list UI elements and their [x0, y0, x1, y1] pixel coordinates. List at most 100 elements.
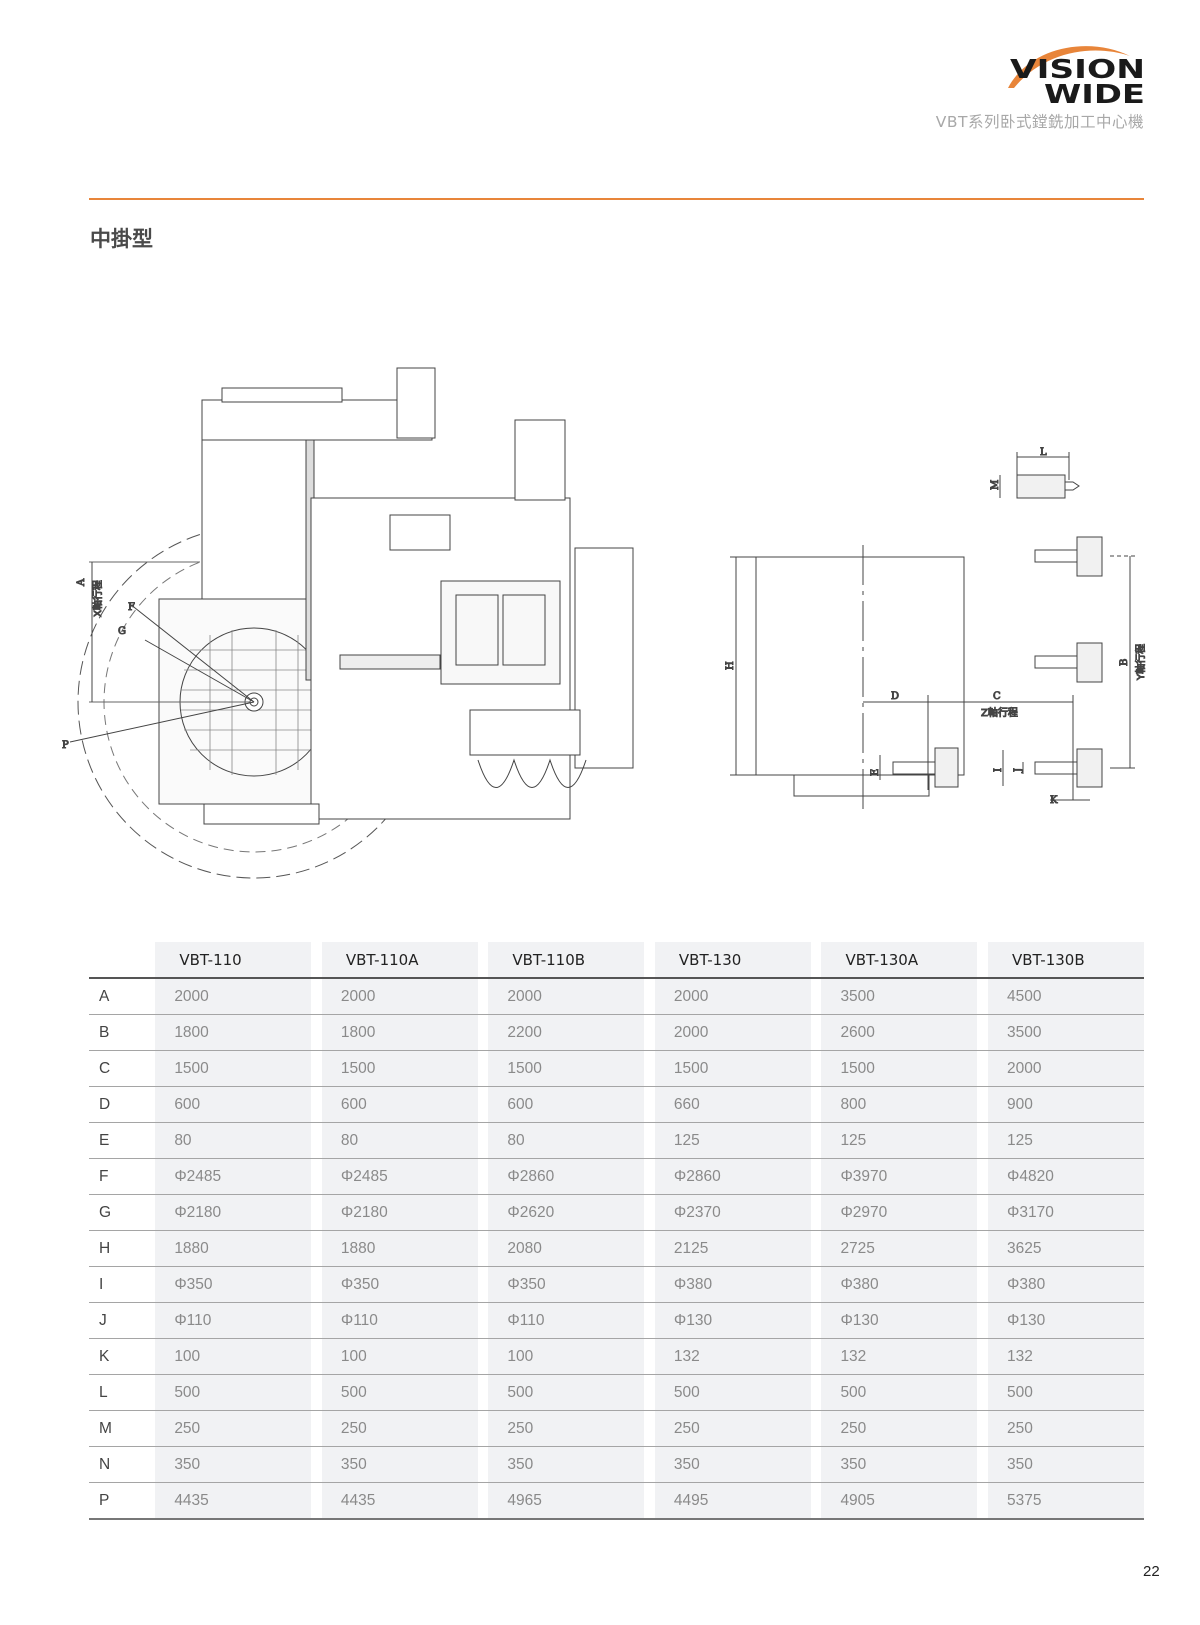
table-cell: 1500: [488, 1051, 645, 1087]
table-cell: 4905: [821, 1483, 978, 1520]
table-cell: 350: [155, 1447, 312, 1483]
table-cell: 1500: [155, 1051, 312, 1087]
row-label: M: [89, 1411, 156, 1447]
label-l: L: [1040, 447, 1047, 458]
label-c: C: [993, 691, 1001, 702]
label-x-travel: X軸行程: [91, 580, 104, 617]
table-cell: 1800: [321, 1015, 478, 1051]
table-cell: Φ110: [321, 1303, 478, 1339]
row-label: K: [89, 1339, 156, 1375]
row-label: P: [89, 1483, 156, 1520]
table-cell: Φ2620: [488, 1195, 645, 1231]
table-cell: 2000: [654, 1015, 811, 1051]
table-cell: Φ130: [987, 1303, 1144, 1339]
table-cell: 132: [654, 1339, 811, 1375]
table-cell: Φ110: [488, 1303, 645, 1339]
table-cell: 350: [321, 1447, 478, 1483]
table-cell: 600: [488, 1087, 645, 1123]
table-cell: 2000: [987, 1051, 1144, 1087]
label-j: J: [1013, 768, 1024, 773]
table-cell: Φ130: [821, 1303, 978, 1339]
table-cell: 250: [821, 1411, 978, 1447]
row-label: F: [89, 1159, 156, 1195]
table-cell: 1880: [321, 1231, 478, 1267]
table-cell: 350: [987, 1447, 1144, 1483]
table-cell: 350: [654, 1447, 811, 1483]
table-cell: 250: [987, 1411, 1144, 1447]
table-cell: 125: [821, 1123, 978, 1159]
table-cell: 100: [488, 1339, 645, 1375]
table-cell: 2725: [821, 1231, 978, 1267]
column-header: VBT-130B: [987, 942, 1144, 979]
table-header-row: VBT-110 VBT-110A VBT-110B VBT-130 VBT-13…: [89, 942, 1144, 979]
column-header: VBT-130A: [821, 942, 978, 979]
column-header: VBT-110: [155, 942, 312, 979]
table-cell: 250: [155, 1411, 312, 1447]
table-cell: 500: [821, 1375, 978, 1411]
table-cell: Φ130: [654, 1303, 811, 1339]
table-cell: 1500: [821, 1051, 978, 1087]
table-cell: 2000: [488, 979, 645, 1015]
table-cell: 250: [654, 1411, 811, 1447]
row-label: B: [89, 1015, 156, 1051]
table-cell: 100: [321, 1339, 478, 1375]
table-cell: Φ2485: [321, 1159, 478, 1195]
table-cell: Φ2180: [155, 1195, 312, 1231]
table-cell: 80: [488, 1123, 645, 1159]
table-cell: 2200: [488, 1015, 645, 1051]
table-cell: Φ110: [155, 1303, 312, 1339]
table-cell: 660: [654, 1087, 811, 1123]
table-cell: 100: [155, 1339, 312, 1375]
table-cell: Φ3970: [821, 1159, 978, 1195]
label-h: H: [725, 661, 736, 670]
table-cell: 900: [987, 1087, 1144, 1123]
label-a: A: [76, 578, 87, 587]
table-cell: 250: [488, 1411, 645, 1447]
table-cell: Φ380: [654, 1267, 811, 1303]
table-cell: 500: [488, 1375, 645, 1411]
label-z-travel: Z軸行程: [981, 706, 1018, 719]
table-cell: Φ2370: [654, 1195, 811, 1231]
table-cell: 2000: [654, 979, 811, 1015]
machine-top-view: [69, 367, 634, 879]
table-cell: Φ2970: [821, 1195, 978, 1231]
row-label: G: [89, 1195, 156, 1231]
machine-layout-drawing: A X軸行程 F G P H D C Z軸行程 E L M B Y軸行程 I J…: [62, 367, 1148, 879]
table-cell: Φ3170: [987, 1195, 1144, 1231]
table-cell: Φ380: [987, 1267, 1144, 1303]
table-cell: 4965: [488, 1483, 645, 1520]
column-header: VBT-110A: [321, 942, 478, 979]
table-cell: 500: [987, 1375, 1144, 1411]
table-cell: 80: [155, 1123, 312, 1159]
svg-text:WIDE: WIDE: [1044, 80, 1145, 106]
table-cell: 4495: [654, 1483, 811, 1520]
table-cell: Φ2485: [155, 1159, 312, 1195]
table-cell: 500: [155, 1375, 312, 1411]
table-cell: 3500: [987, 1015, 1144, 1051]
table-cell: Φ350: [321, 1267, 478, 1303]
table-cell: 250: [321, 1411, 478, 1447]
table-cell: 1800: [155, 1015, 312, 1051]
section-title: 中掛型: [90, 227, 153, 251]
row-label: J: [89, 1303, 156, 1339]
table-cell: 3500: [821, 979, 978, 1015]
table-cell: 600: [321, 1087, 478, 1123]
table-cell: Φ2860: [488, 1159, 645, 1195]
label-p: P: [62, 740, 69, 751]
table-cell: 132: [821, 1339, 978, 1375]
table-cell: 4435: [321, 1483, 478, 1520]
label-k: K: [1050, 795, 1058, 806]
table-cell: 500: [654, 1375, 811, 1411]
